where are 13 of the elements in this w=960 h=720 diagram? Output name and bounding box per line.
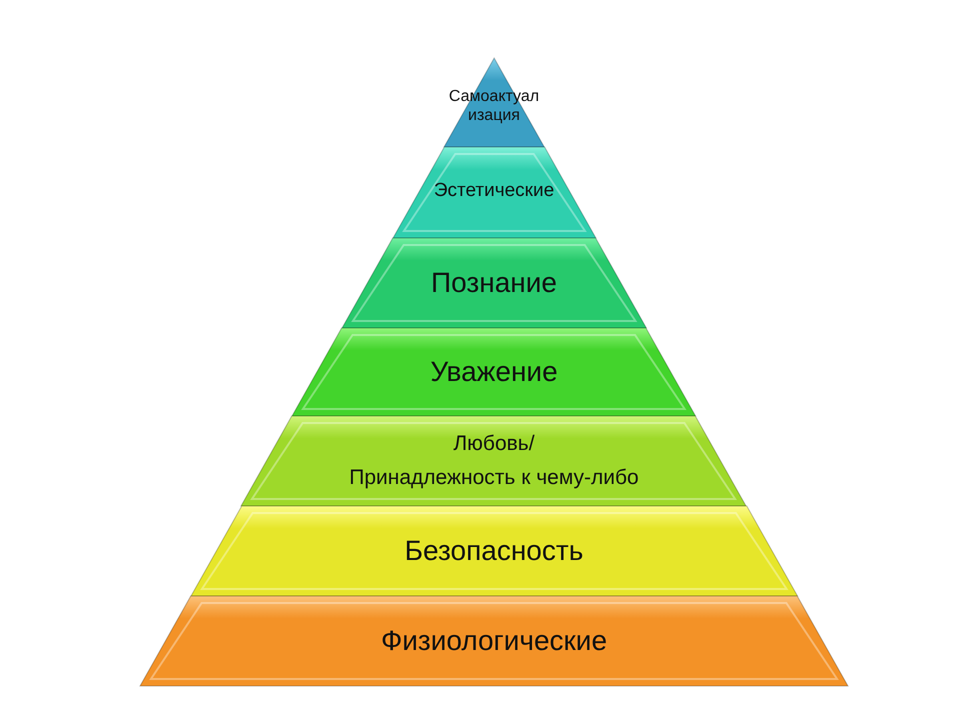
pyramid-level (190, 506, 798, 596)
level-label: Принадлежность к чему-либо (349, 466, 639, 490)
level-label: Физиологические (380, 624, 608, 658)
pyramid-level (392, 147, 596, 238)
level-label: Эстетические (434, 180, 554, 202)
level-label: Познание (431, 266, 557, 300)
level-label: Уважение (430, 356, 558, 388)
pyramid-level (342, 238, 646, 328)
pyramid-level (241, 416, 747, 506)
pyramid-level (292, 328, 696, 416)
pyramid-level (140, 596, 848, 686)
level-label: Любовь/ (453, 432, 535, 456)
level-label: Безопасность (404, 534, 584, 568)
